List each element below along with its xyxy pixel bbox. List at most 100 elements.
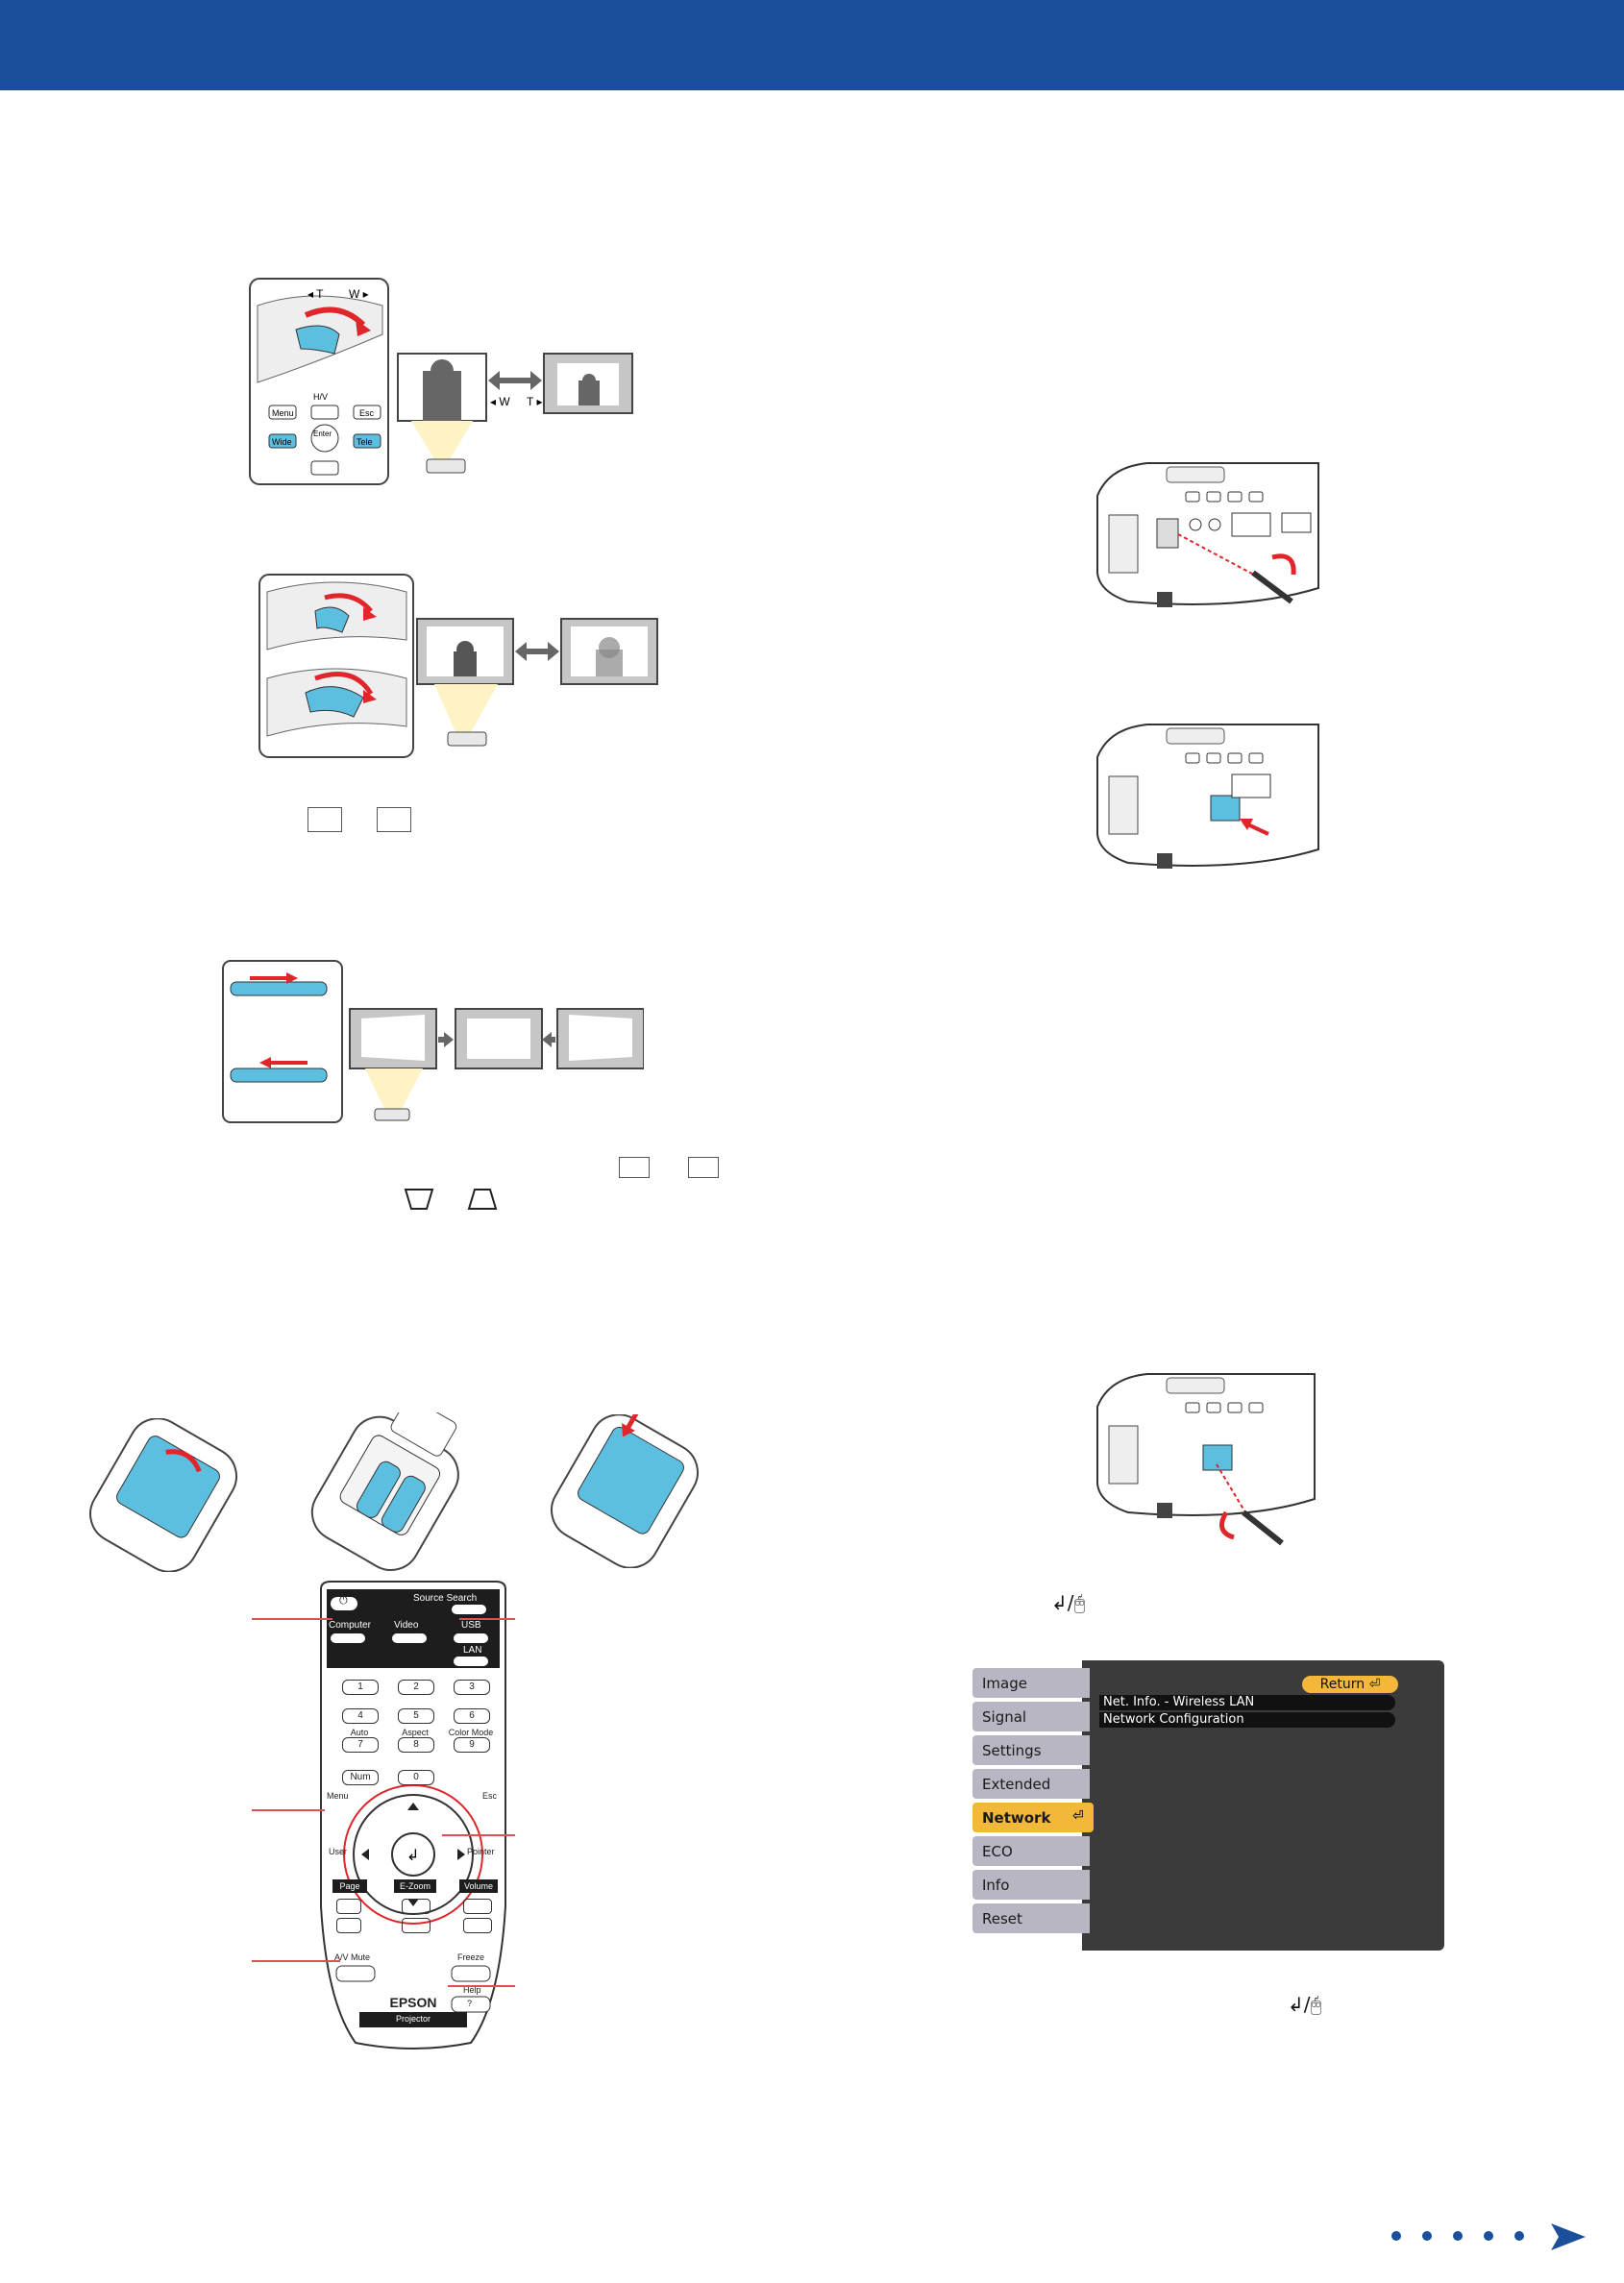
- menu-item-signal[interactable]: Signal: [972, 1702, 1090, 1731]
- key-top-label: Auto: [331, 1728, 388, 1737]
- volume-down-button[interactable]: [463, 1918, 492, 1933]
- zoom-figure: ◂ T W ▸ H/V Menu Esc Wide Enter Tele ◂ W…: [248, 277, 652, 488]
- aspect-icon-3: [619, 1157, 650, 1178]
- projector-figure-2: [1090, 719, 1330, 888]
- lan-label: LAN: [463, 1645, 481, 1656]
- zero-button[interactable]: 0: [398, 1770, 434, 1785]
- model-label: Projector: [359, 2014, 467, 2024]
- ezoom-out-button[interactable]: [402, 1918, 431, 1933]
- menu-item-reset[interactable]: Reset: [972, 1903, 1090, 1933]
- battery-figure-3: [538, 1414, 711, 1568]
- power-icon: ⏻: [339, 1595, 348, 1608]
- header-band: [0, 0, 1624, 90]
- key-label: 7: [342, 1737, 379, 1753]
- ezoom-label: E-Zoom: [394, 1879, 436, 1893]
- submenu-net-info[interactable]: Net. Info. - Wireless LAN: [1099, 1695, 1395, 1710]
- callout-line: [252, 1809, 325, 1811]
- key-cell[interactable]: Color Mode 9: [442, 1730, 500, 1758]
- callout-line: [252, 1618, 332, 1620]
- svg-text:Enter: Enter: [313, 430, 332, 438]
- page-label: Page: [332, 1879, 367, 1893]
- menu-item-label: Network: [982, 1809, 1050, 1827]
- remote-control: ↲ ⏻ Source Search Computer Video USB LAN…: [308, 1580, 519, 2054]
- group-header: Page E-Zoom Volume: [327, 1879, 500, 1893]
- menu-item-network[interactable]: Network ⏎: [972, 1803, 1094, 1832]
- submenu-network-configuration[interactable]: Network Configuration: [1099, 1712, 1395, 1728]
- key-cell[interactable]: 5: [386, 1701, 444, 1730]
- svg-text:Wide: Wide: [272, 437, 292, 447]
- lan-button[interactable]: [454, 1657, 488, 1666]
- video-button[interactable]: [392, 1633, 427, 1643]
- svg-text:Menu: Menu: [272, 408, 294, 418]
- key-label: 8: [398, 1737, 434, 1753]
- key-cell[interactable]: 2: [386, 1672, 444, 1701]
- num-button[interactable]: Num: [342, 1770, 379, 1785]
- key-label: 4: [342, 1708, 379, 1724]
- key-cell[interactable]: Auto 7: [331, 1730, 388, 1758]
- pointer-label: Pointer: [467, 1847, 495, 1856]
- power-button[interactable]: ⏻: [331, 1597, 357, 1610]
- svg-text:↲: ↲: [406, 1846, 419, 1864]
- callout-line: [442, 1834, 515, 1836]
- aspect-icon-4: [688, 1157, 719, 1178]
- freeze-label: Freeze: [457, 1952, 484, 1962]
- computer-button[interactable]: [331, 1633, 365, 1643]
- key-cell[interactable]: Aspect 8: [386, 1730, 444, 1758]
- callout-line: [252, 1960, 340, 1962]
- keystone-icon-1: [402, 1186, 436, 1213]
- menu-item-extended[interactable]: Extended: [972, 1769, 1090, 1799]
- menu-item-settings[interactable]: Settings: [972, 1735, 1090, 1765]
- esc-label: Esc: [482, 1791, 497, 1801]
- aspect-icon-2: [377, 807, 411, 832]
- page-down-button[interactable]: [336, 1918, 361, 1933]
- return-button[interactable]: Return ⏎: [1302, 1676, 1398, 1693]
- zoom-w-label: W ▸: [349, 287, 369, 301]
- source-search-button[interactable]: [452, 1605, 486, 1614]
- key-top-label: Aspect: [386, 1728, 444, 1737]
- svg-text:H/V: H/V: [313, 392, 328, 402]
- volume-up-button[interactable]: [463, 1899, 492, 1914]
- focus-figure: [258, 573, 661, 759]
- callout-line: [459, 1618, 515, 1620]
- battery-figure-1: [77, 1418, 250, 1572]
- next-page-arrow-icon[interactable]: [1549, 2222, 1587, 2252]
- menu-content-panel: Return ⏎ Net. Info. - Wireless LAN Netwo…: [1082, 1660, 1444, 1951]
- usb-label: USB: [461, 1620, 481, 1631]
- computer-label: Computer: [329, 1620, 371, 1631]
- svg-text:Esc: Esc: [359, 408, 375, 418]
- key-cell[interactable]: 3: [442, 1672, 500, 1701]
- key-cell[interactable]: 1: [331, 1672, 388, 1701]
- ezoom-in-button[interactable]: [402, 1899, 431, 1914]
- usb-button[interactable]: [454, 1633, 488, 1643]
- key-label: 6: [454, 1708, 490, 1724]
- projector-figure-1: [1090, 457, 1330, 630]
- enter-icon: ⏎: [1369, 1677, 1381, 1692]
- keypad: 1 2 3 4 5 6 Auto 7 Aspect 8: [331, 1672, 500, 1768]
- network-menu: Return ⏎ Net. Info. - Wireless LAN Netwo…: [969, 1660, 1444, 1951]
- menu-sidebar: Image Signal Settings Extended Network ⏎…: [969, 1660, 1088, 1951]
- video-label: Video: [394, 1620, 418, 1631]
- svg-text:◂ W: ◂ W: [490, 395, 510, 408]
- keystone-icon-2: [465, 1186, 500, 1213]
- key-label: 5: [398, 1708, 434, 1724]
- key-cell[interactable]: 6: [442, 1701, 500, 1730]
- help-button[interactable]: ?: [467, 1999, 472, 2008]
- menu-item-eco[interactable]: ECO: [972, 1836, 1090, 1866]
- aspect-icon-1: [308, 807, 342, 832]
- key-cell[interactable]: 4: [331, 1701, 388, 1730]
- key-label: 9: [454, 1737, 490, 1753]
- menu-item-info[interactable]: Info: [972, 1870, 1090, 1900]
- menu-item-image[interactable]: Image: [972, 1668, 1090, 1698]
- svg-text:T ▸: T ▸: [527, 395, 542, 408]
- user-label: User: [329, 1847, 347, 1856]
- page-dot: [1391, 2231, 1401, 2241]
- page-dot: [1453, 2231, 1463, 2241]
- enter-icon: ↲/🖰: [1051, 1591, 1086, 1614]
- volume-label: Volume: [459, 1879, 498, 1893]
- svg-text:Tele: Tele: [357, 437, 373, 447]
- keystone-figure: [221, 959, 644, 1124]
- enter-icon: ⏎: [1072, 1808, 1084, 1824]
- page-up-button[interactable]: [336, 1899, 361, 1914]
- key-top-label: Color Mode: [442, 1728, 500, 1737]
- enter-icon: ↲/🖰: [1288, 1993, 1322, 2016]
